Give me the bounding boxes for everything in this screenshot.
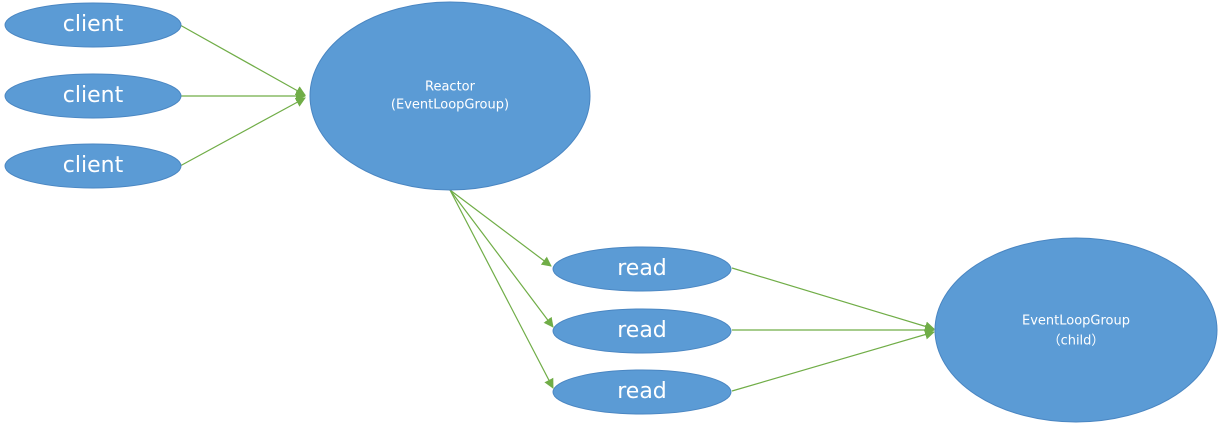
child-group-subtitle: （child） <box>1048 334 1105 349</box>
edge-reactor-to-read-2 <box>449 189 554 328</box>
edge-reactor-to-read-1 <box>449 189 552 267</box>
client-node-2[interactable]: client <box>4 73 182 119</box>
edge-reactor-to-read-3 <box>449 189 554 389</box>
read-label: read <box>617 256 667 281</box>
read-node-3[interactable]: read <box>552 369 732 415</box>
read-ellipse <box>552 369 732 415</box>
reactor-ellipse <box>309 1 591 191</box>
read-ellipse <box>552 246 732 292</box>
edge-client-3-to-reactor <box>179 97 306 167</box>
client-node-1[interactable]: client <box>4 2 182 48</box>
client-label: client <box>63 83 124 108</box>
edge-read-1-to-child-group <box>731 267 935 332</box>
edge-client-1-to-reactor <box>179 24 306 96</box>
read-label: read <box>617 379 667 404</box>
client-ellipse <box>4 143 182 189</box>
child-group-title: EventLoopGroup <box>1022 314 1130 329</box>
reactor-title: Reactor <box>425 80 476 95</box>
client-label: client <box>63 12 124 37</box>
edge-read-3-to-child-group <box>731 329 935 392</box>
read-ellipse <box>552 308 732 354</box>
reactor-node[interactable]: Reactor (EventLoopGroup) <box>309 1 591 191</box>
child-group-node[interactable]: EventLoopGroup （child） <box>934 237 1218 423</box>
client-node-3[interactable]: client <box>4 143 182 189</box>
client-ellipse <box>4 73 182 119</box>
read-node-1[interactable]: read <box>552 246 732 292</box>
client-ellipse <box>4 2 182 48</box>
client-label: client <box>63 153 124 178</box>
child-group-ellipse <box>934 237 1218 423</box>
reactor-subtitle: (EventLoopGroup) <box>391 98 509 113</box>
read-node-2[interactable]: read <box>552 308 732 354</box>
read-label: read <box>617 318 667 343</box>
edges <box>179 24 935 392</box>
